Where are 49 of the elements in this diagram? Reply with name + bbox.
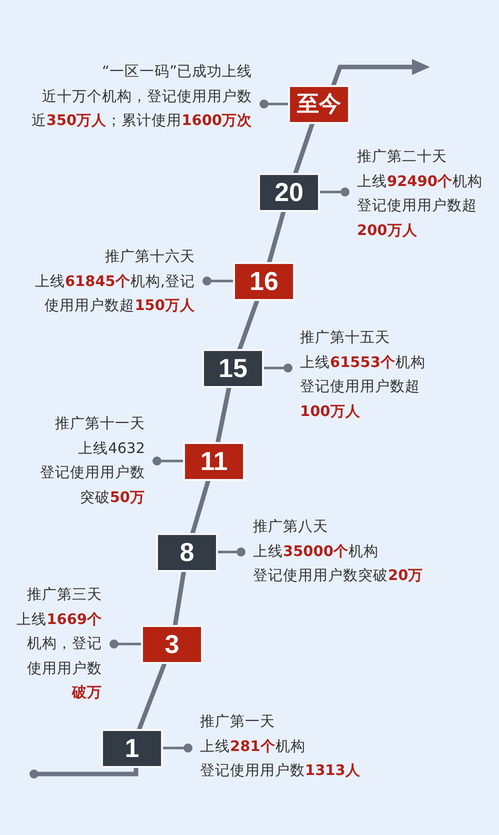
description-line: 使用用户数 xyxy=(26,660,102,678)
description-line: 推广第三天 xyxy=(26,586,102,605)
description-line: 登记使用用户数超 xyxy=(300,378,421,397)
milestone-box: 11 xyxy=(185,444,243,478)
description-line: 推广第十五天 xyxy=(300,329,391,348)
description-line: 推广第八天 xyxy=(253,518,329,537)
milestone-box: 20 xyxy=(260,174,318,210)
leader-line xyxy=(218,548,246,556)
milestone-box: 1 xyxy=(103,730,161,766)
description-line: 破万 xyxy=(70,684,102,703)
milestone-box: 16 xyxy=(235,264,293,298)
description-line: 推广第十六天 xyxy=(104,248,195,267)
leader-line xyxy=(260,100,288,108)
timeline-arrow xyxy=(330,59,430,88)
description-line: 机构，登记 xyxy=(26,635,102,654)
description-line: 上线61845个机构,登记 xyxy=(34,272,195,292)
description-line: 上线281个机构 xyxy=(200,738,306,756)
milestone-box: 8 xyxy=(158,534,216,570)
description-line: 上线4632 xyxy=(77,440,145,458)
description-line: 登记使用用户数1313人 xyxy=(200,762,360,781)
description-line: 登记使用用户数 xyxy=(40,464,145,483)
leader-line xyxy=(152,456,183,466)
description-line: 上线35000个机构 xyxy=(253,542,380,562)
description-line: 推广第二十天 xyxy=(357,148,448,167)
description-line: 登记使用用户数超 xyxy=(357,197,478,216)
milestone-box: 15 xyxy=(204,350,262,386)
description-line: 上线61553个机构 xyxy=(300,354,426,372)
leader-line xyxy=(320,188,350,196)
timeline-line xyxy=(30,766,138,778)
description-line: 推广第一天 xyxy=(200,713,276,732)
description-line: 登记使用用户数突破20万 xyxy=(253,567,424,586)
timeline-line xyxy=(172,569,186,627)
description-line: 100万人 xyxy=(300,402,362,422)
description-line: 使用用户数超150万人 xyxy=(44,297,195,316)
description-line: “一区一码”已成功上线 xyxy=(100,63,252,82)
timeline-line xyxy=(215,385,232,444)
leader-line xyxy=(202,276,233,286)
milestone-box: 至今 xyxy=(290,86,348,122)
leader-line xyxy=(264,364,292,372)
description-line: 近十万个机构，登记使用用户数 xyxy=(41,88,252,106)
description-line: 上线92490个机构 xyxy=(357,172,482,192)
leader-line xyxy=(163,744,192,752)
description-line: 近350万人；累计使用1600万次 xyxy=(31,112,252,131)
milestone-box: 3 xyxy=(143,626,201,662)
description-line: 突破50万 xyxy=(78,488,145,508)
description-line: 推广第十一天 xyxy=(54,415,145,434)
leader-line xyxy=(110,640,141,648)
description-line: 上线1669个 xyxy=(16,610,102,630)
description-line: 200万人 xyxy=(357,222,418,240)
